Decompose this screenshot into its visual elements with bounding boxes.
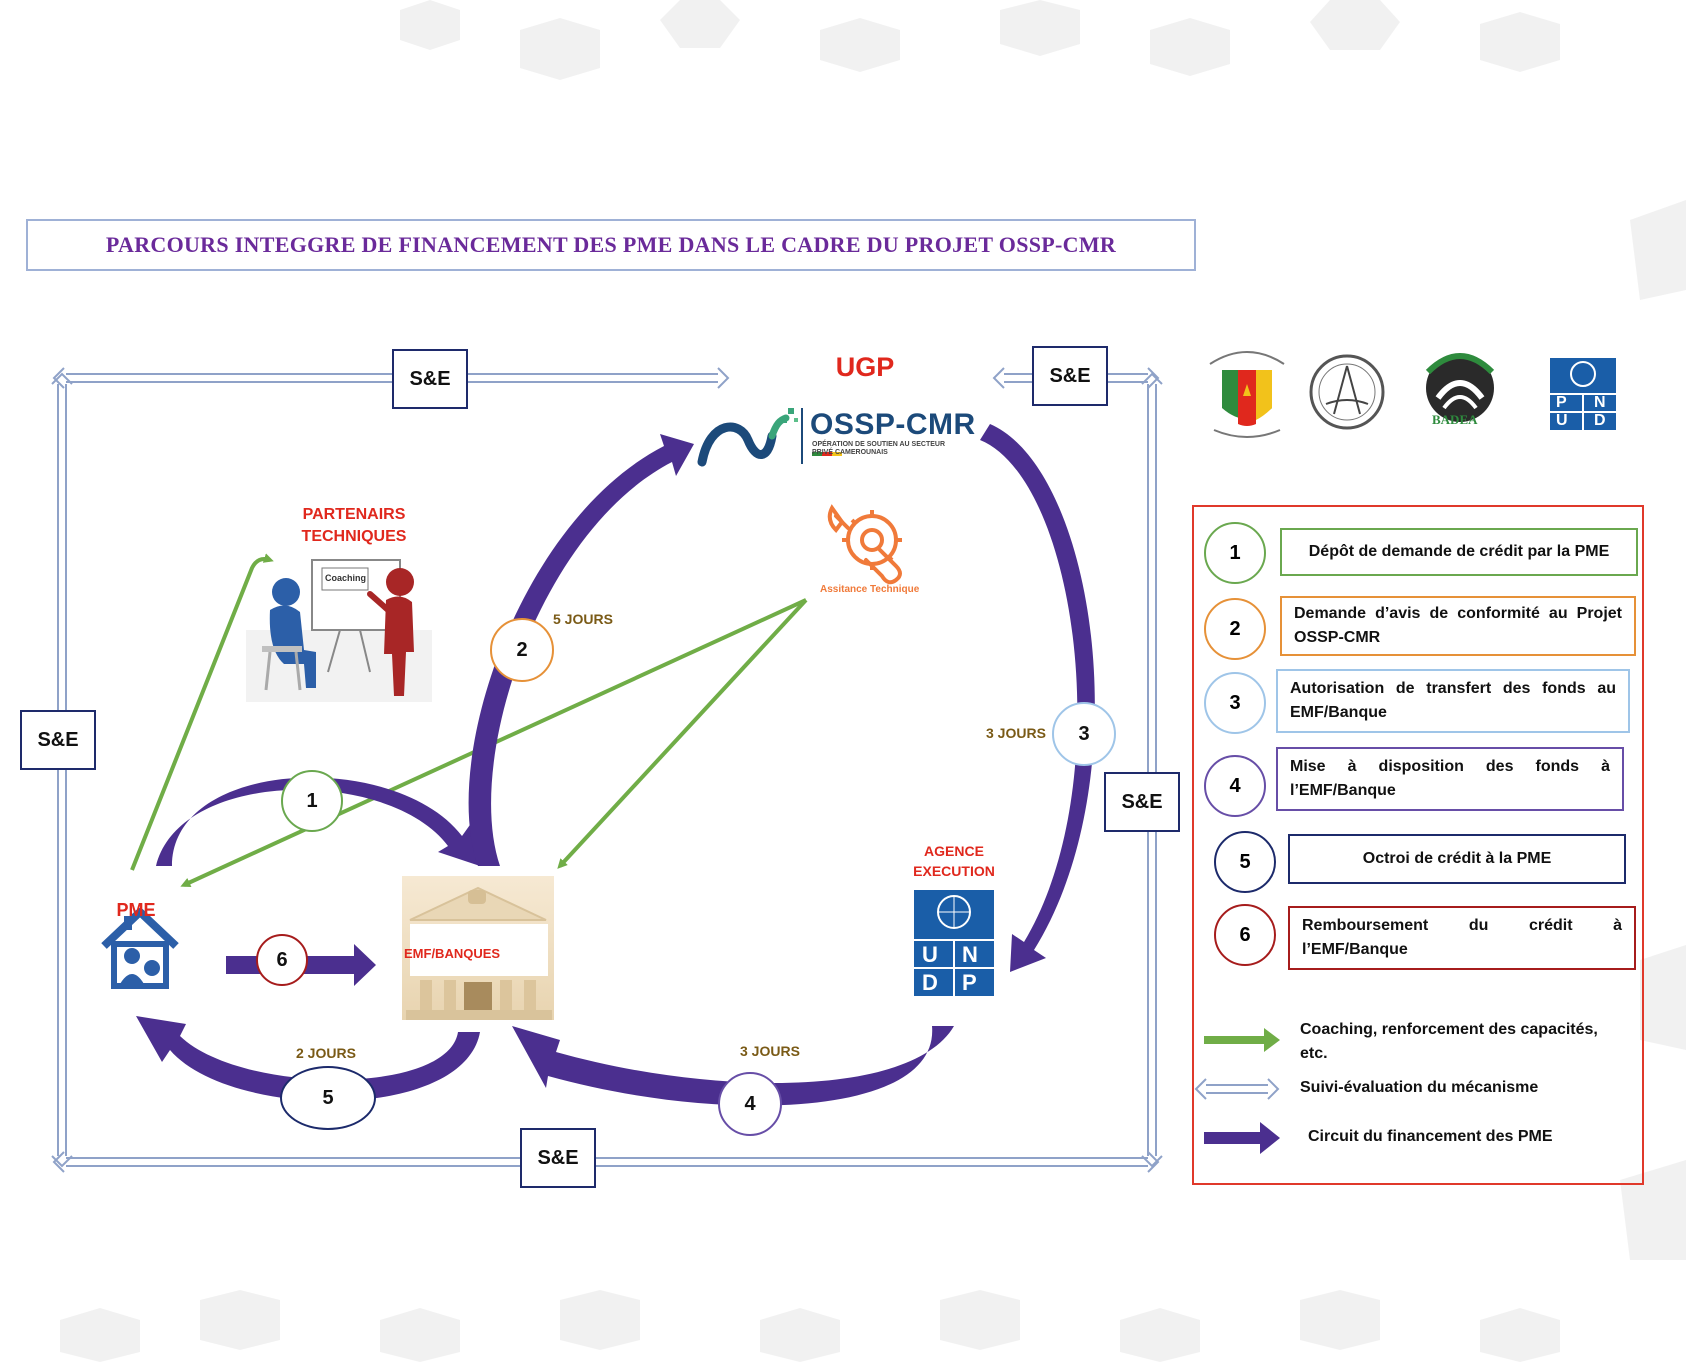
title-box: PARCOURS INTEGGRE DE FINANCEMENT DES PME… [26,219,1196,271]
agence-label: AGENCE EXECUTION [898,841,1010,881]
badea-logo-text: BADEA [1432,412,1478,427]
undp-letter-u: U [922,942,938,967]
step-circle-3: 3 [1052,702,1116,766]
step-circle-6: 6 [256,934,308,986]
partenaires-label-line-2: TECHNIQUES [301,528,407,545]
ossp-logo-tagline-1: OPÉRATION DE SOUTIEN AU SECTEUR [812,441,946,448]
partenaires-label: PARTENAIRS TECHNIQUES [284,504,424,548]
ugp-label: UGP [835,352,895,382]
house-icon [101,908,179,989]
step-4-duration: 3 JOURS [740,1043,800,1059]
step-circle-5: 5 [280,1066,376,1130]
gear-wrench-icon [827,504,902,585]
legend-keys-graphics [1194,1028,1280,1154]
legend-item-5: Octroi de crédit à la PME [1288,834,1626,884]
coaching-board-label: Coaching [325,573,367,583]
agence-label-line-1: AGENCE [924,843,984,859]
pme-to-partners-arrow [130,553,274,871]
badea-logo [1425,353,1495,422]
pnud-logo [1550,358,1616,430]
step-circle-1: 1 [281,770,343,832]
cameroon-coat-of-arms-logo [1209,351,1285,438]
assistance-to-emf-arrow [557,598,808,869]
assistance-technique-label: Assitance Technique [820,584,920,595]
legend-key-monitoring: Suivi-évaluation du mécanisme [1300,1079,1539,1096]
step-circle-2: 2 [490,618,554,682]
background-pattern [60,0,1686,1362]
legend-item-1: Dépôt de demande de crédit par la PME [1280,528,1638,576]
minepat-logo [1309,354,1385,430]
arrow-step-3 [980,424,1095,972]
undp-letter-n: N [962,942,978,967]
ossp-logo-mark [697,408,842,467]
legend-key-coaching: Coaching, renforcement des capacités, et… [1300,1021,1598,1062]
se-box-bottom: S&E [520,1128,596,1188]
pnud-letter-d: D [1594,412,1606,429]
pnud-letter-n: N [1594,394,1606,411]
legend-key-financing: Circuit du financement des PME [1308,1128,1553,1145]
se-box-left: S&E [20,710,96,770]
legend-item-6: Remboursement du crédit à l’EMF/Banque [1288,906,1636,970]
legend-circle-2: 2 [1204,598,1266,660]
financing-arrows [136,424,1095,1106]
step-2-duration: 5 JOURS [553,611,613,627]
legend-item-2: Demande d’avis de conformité au Projet O… [1280,596,1636,656]
undp-letter-p: P [962,970,977,995]
emf-label: EMF/BANQUES [404,946,501,961]
step-5-duration: 2 JOURS [296,1045,356,1061]
step-3-duration: 3 JOURS [986,725,1046,741]
ossp-logo-tagline-2: PRIVÉ CAMEROUNAIS [812,449,888,456]
arrow-step-4 [512,1026,954,1106]
legend-panel [1192,505,1644,1185]
legend-circle-4: 4 [1204,755,1266,817]
se-box-top-left: S&E [392,349,468,409]
legend-circle-1: 1 [1204,522,1266,584]
step-circle-4: 4 [718,1072,782,1136]
undp-letter-d: D [922,970,938,995]
coaching-illustration [246,559,432,702]
arrow-step-1 [156,777,480,866]
page-title: PARCOURS INTEGGRE DE FINANCEMENT DES PME… [105,232,1117,257]
pme-label: PME [116,900,156,920]
partenaires-label-line-1: PARTENAIRS [302,506,406,523]
legend-circle-5: 5 [1214,831,1276,893]
legend-item-3: Autorisation de transfert des fonds au E… [1276,669,1630,733]
legend-item-4: Mise à disposition des fonds à l’EMF/Ban… [1276,747,1624,811]
se-box-top-right: S&E [1032,346,1108,406]
bank-building-icon [402,876,554,1020]
agence-label-line-2: EXECUTION [913,863,995,879]
pnud-letter-p: P [1556,394,1567,411]
pnud-letter-u: U [1556,412,1568,429]
ossp-logo-name: OSSP-CMR [810,408,976,441]
arrow-step-5 [136,1016,480,1102]
undp-logo [914,890,994,996]
legend-circle-3: 3 [1204,672,1266,734]
se-box-right: S&E [1104,772,1180,832]
legend-circle-6: 6 [1214,904,1276,966]
